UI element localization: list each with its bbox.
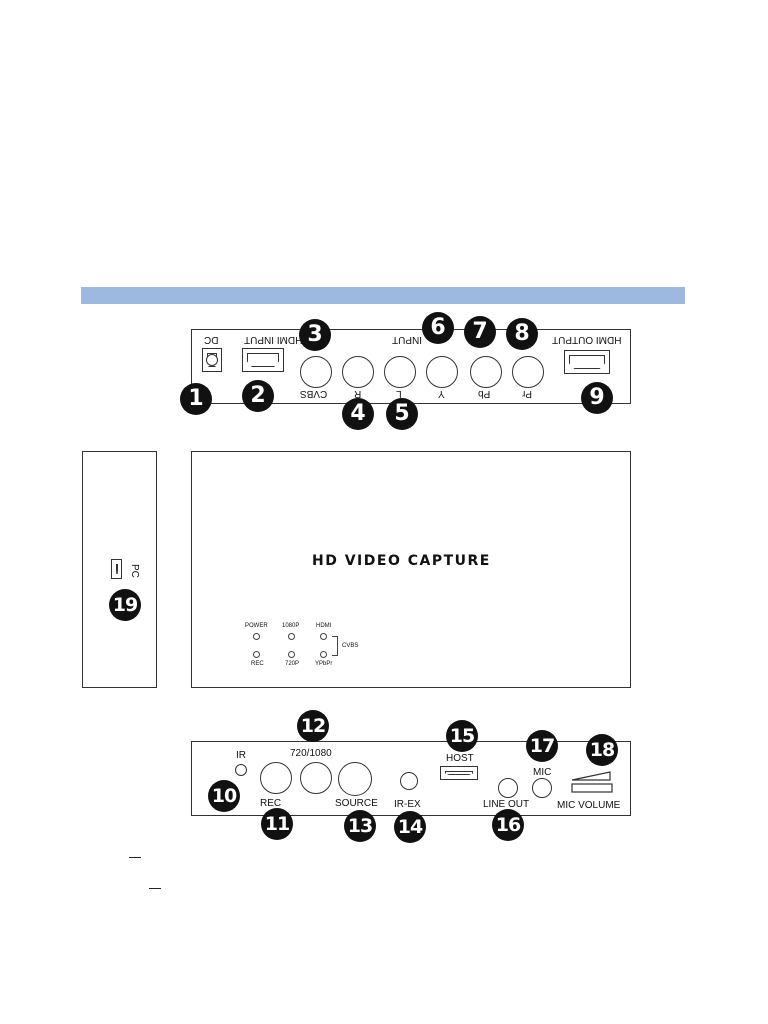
callout-19: 19 bbox=[109, 589, 141, 621]
callout-12: 12 bbox=[297, 710, 329, 742]
led-ypbpr bbox=[320, 651, 327, 658]
hdmi-output-label: HDMI OUTPUT bbox=[552, 334, 622, 345]
resolution-label: 720/1080 bbox=[290, 748, 332, 759]
y-label: Y bbox=[438, 388, 445, 399]
callout-9: 9 bbox=[581, 382, 613, 414]
host-label: HOST bbox=[446, 753, 474, 764]
callout-10: 10 bbox=[208, 780, 240, 812]
device-title: HD VIDEO CAPTURE bbox=[312, 553, 491, 569]
pc-label: PC bbox=[129, 564, 140, 578]
dc-jack-hole bbox=[206, 354, 218, 366]
ir-sensor bbox=[235, 764, 247, 776]
led-720p bbox=[288, 651, 295, 658]
callout-15: 15 bbox=[446, 720, 478, 752]
audio-l-port bbox=[384, 356, 416, 388]
callout-18: 18 bbox=[586, 734, 618, 766]
side-panel: PC bbox=[82, 451, 157, 688]
input-label: INPUT bbox=[392, 334, 422, 345]
hdmi-output-port bbox=[564, 350, 610, 374]
mic-port bbox=[532, 778, 552, 798]
host-usb-port bbox=[440, 766, 478, 780]
ir-label: IR bbox=[236, 750, 246, 761]
led-1080p bbox=[288, 633, 295, 640]
mic-volume-icon bbox=[571, 771, 613, 793]
pb-port bbox=[470, 356, 502, 388]
mic-volume-label: MIC VOLUME bbox=[557, 800, 621, 811]
source-label: SOURCE bbox=[335, 798, 378, 809]
led-hdmi bbox=[320, 633, 327, 640]
led-power bbox=[253, 633, 260, 640]
top-panel: HD VIDEO CAPTURE POWER 1080P HDMI REC 72… bbox=[191, 451, 631, 688]
callout-7: 7 bbox=[464, 316, 496, 348]
cvbs-label: CVBS bbox=[300, 388, 328, 399]
callout-3: 3 bbox=[299, 319, 331, 351]
pr-label: Pr bbox=[522, 388, 532, 399]
line-out-label: LINE OUT bbox=[483, 799, 530, 810]
cvbs-port bbox=[300, 356, 332, 388]
led-power-label: POWER bbox=[245, 623, 268, 629]
callout-1: 1 bbox=[180, 383, 212, 415]
header-bar bbox=[81, 287, 685, 304]
ir-ex-port bbox=[400, 772, 418, 790]
callout-6: 6 bbox=[422, 312, 454, 344]
pr-port bbox=[512, 356, 544, 388]
led-ypbpr-label: YPbPr bbox=[315, 661, 333, 667]
hdmi-input-port bbox=[242, 348, 284, 372]
rec-button bbox=[260, 762, 292, 794]
callout-17: 17 bbox=[526, 730, 558, 762]
callout-16: 16 bbox=[492, 809, 524, 841]
callout-11: 11 bbox=[261, 808, 293, 840]
led-cvbs-label: CVBS bbox=[342, 643, 359, 649]
y-port bbox=[426, 356, 458, 388]
source-button bbox=[338, 762, 372, 796]
resolution-button bbox=[300, 762, 332, 794]
callout-13: 13 bbox=[344, 810, 376, 842]
rec-label: REC bbox=[260, 798, 282, 809]
ir-ex-label: IR-EX bbox=[394, 799, 421, 810]
led-rec bbox=[253, 651, 260, 658]
line-out-port bbox=[498, 778, 518, 798]
led-1080p-label: 1080P bbox=[282, 623, 300, 629]
led-rec-label: REC bbox=[251, 661, 264, 667]
hdmi-input-label: HDMI INPUT bbox=[244, 334, 303, 345]
dc-label: DC bbox=[204, 334, 219, 345]
callout-14: 14 bbox=[394, 811, 426, 843]
led-720p-label: 720P bbox=[285, 661, 300, 667]
led-hdmi-label: HDMI bbox=[316, 623, 332, 629]
dash-mark-2 bbox=[149, 888, 161, 889]
callout-4: 4 bbox=[342, 398, 374, 430]
callout-5: 5 bbox=[386, 398, 418, 430]
audio-r-port bbox=[342, 356, 374, 388]
mic-label: MIC bbox=[533, 767, 552, 778]
pc-usb-port bbox=[111, 559, 122, 579]
callout-2: 2 bbox=[242, 380, 274, 412]
callout-8: 8 bbox=[506, 318, 538, 350]
front-panel: IR 720/1080 REC SOURCE IR-EX HOST LINE O… bbox=[191, 741, 631, 816]
cvbs-bracket bbox=[332, 636, 338, 656]
pb-label: Pb bbox=[478, 388, 491, 399]
dash-mark-1 bbox=[129, 857, 141, 858]
